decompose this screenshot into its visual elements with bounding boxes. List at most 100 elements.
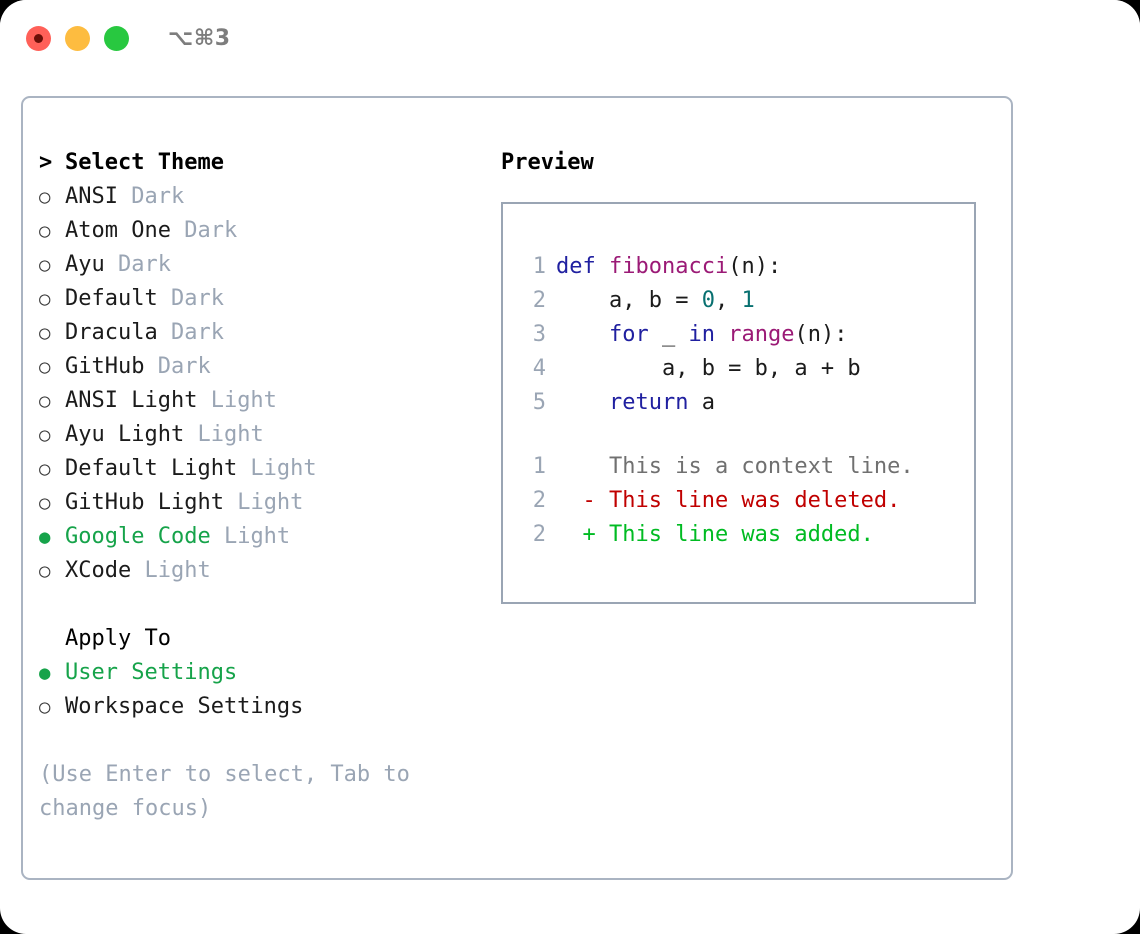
theme-list-item[interactable]: ○ ANSI Dark [39, 180, 479, 214]
theme-list-item[interactable]: ○ Ayu Light Light [39, 418, 479, 452]
theme-list-item[interactable]: ○Atom One Dark [39, 214, 479, 248]
code-token [596, 254, 609, 279]
code-token: return [608, 390, 689, 415]
code-line: 3 for _ in range(n): [503, 318, 974, 352]
apply-to-item[interactable]: ○ Workspace Settings [39, 690, 479, 724]
radio-unselected-icon: ○ [39, 390, 51, 412]
theme-variant-tag: Light [223, 490, 304, 515]
theme-name: ANSI [65, 184, 118, 209]
main-panel: >Select Theme ○ANSI Dark○Atom One Dark○A… [21, 96, 1013, 880]
radio-unselected-icon: ○ [39, 560, 51, 582]
apply-to-list: ● User Settings ○ Workspace Settings [39, 656, 479, 724]
apply-to-label-text: Workspace Settings [65, 694, 304, 719]
code-token: for [608, 322, 649, 347]
line-number: 1 [532, 454, 546, 479]
diff-marker: - [556, 488, 609, 513]
radio-selected-icon: ● [39, 662, 51, 684]
radio-unselected-icon: ○ [39, 186, 51, 208]
theme-variant-tag: Light [184, 422, 264, 447]
code-line: 4 a, b = b, a + b [503, 352, 974, 386]
theme-list-item[interactable]: ○Default Light Light [39, 452, 479, 486]
theme-variant-tag: Dark [157, 320, 224, 345]
radio-unselected-icon: ○ [39, 254, 51, 276]
code-token: (n): [794, 322, 848, 347]
code-token [556, 322, 609, 347]
theme-picker-column: >Select Theme ○ANSI Dark○Atom One Dark○A… [39, 146, 479, 826]
keyboard-hint-text: (Use Enter to select, Tab to change focu… [39, 762, 410, 821]
code-token: , [714, 288, 742, 313]
theme-variant-tag: Light [237, 456, 317, 481]
theme-list-item[interactable]: ○ ANSI Light Light [39, 384, 479, 418]
theme-name: Default [65, 286, 158, 311]
code-token: a, b = b, a + b [556, 356, 861, 381]
theme-variant-tag: Dark [157, 286, 224, 311]
theme-variant-tag: Dark [104, 252, 171, 277]
theme-list-item[interactable]: ○Dracula Dark [39, 316, 479, 350]
caret-icon: > [39, 150, 53, 175]
theme-list-item[interactable]: ○ Default Dark [39, 282, 479, 316]
code-token [556, 390, 609, 415]
line-number: 3 [532, 322, 546, 347]
theme-name: Google Code [65, 524, 211, 549]
theme-name: Ayu Light [65, 422, 185, 447]
radio-unselected-icon: ○ [39, 492, 51, 514]
title-bar: ⌥⌘3 [0, 0, 1140, 78]
radio-unselected-icon: ○ [39, 322, 51, 344]
list-spacer [39, 588, 479, 622]
code-token: 0 [701, 288, 715, 313]
minimize-window-button[interactable] [65, 26, 90, 51]
theme-variant-tag: Dark [117, 184, 185, 209]
apply-to-label-text: User Settings [65, 660, 238, 685]
code-token: _ [648, 322, 689, 347]
theme-list-item[interactable]: ○XCode Light [39, 554, 479, 588]
code-token [715, 322, 728, 347]
radio-unselected-icon: ○ [39, 220, 51, 242]
diff-line: 2 - This line was deleted. [503, 484, 974, 518]
code-token: (n): [728, 254, 782, 279]
theme-list-item[interactable]: ○ Ayu Dark [39, 248, 479, 282]
diff-text: This line was added. [608, 522, 874, 547]
radio-unselected-icon: ○ [39, 288, 51, 310]
line-number: 2 [532, 288, 546, 313]
close-window-button[interactable] [26, 26, 51, 51]
line-number: 2 [532, 488, 546, 513]
window-shortcut-label: ⌥⌘3 [168, 26, 231, 51]
theme-list: ○ANSI Dark○Atom One Dark○Ayu Dark○Defaul… [39, 180, 479, 588]
traffic-light-group [26, 26, 129, 51]
theme-name: Default Light [65, 456, 238, 481]
radio-selected-icon: ● [39, 526, 51, 548]
theme-list-item[interactable]: ○GitHub Light Light [39, 486, 479, 520]
diff-text: This line was deleted. [608, 488, 901, 513]
diff-marker: + [556, 522, 609, 547]
theme-name: ANSI Light [65, 388, 198, 413]
theme-list-item[interactable]: ●Google Code Light [39, 520, 479, 554]
diff-text: This is a context line. [608, 454, 914, 479]
theme-variant-tag: Dark [170, 218, 238, 243]
code-token: a, b = [556, 288, 702, 313]
theme-picker-header: > Select Theme [39, 146, 479, 180]
line-number: 5 [532, 390, 546, 415]
theme-picker-header-label: Select Theme [65, 150, 224, 175]
line-number: 1 [532, 254, 546, 279]
radio-unselected-icon: ○ [39, 696, 51, 718]
theme-variant-tag: Light [131, 558, 211, 583]
theme-variant-tag: Light [197, 388, 277, 413]
apply-to-item[interactable]: ● User Settings [39, 656, 479, 690]
maximize-window-button[interactable] [104, 26, 129, 51]
theme-list-item[interactable]: ○GitHub Dark [39, 350, 479, 384]
theme-name: Ayu [65, 252, 105, 277]
code-token: a [688, 390, 715, 415]
apply-to-label: Apply To [65, 626, 171, 651]
code-diff-separator [503, 420, 974, 450]
diff-marker [556, 454, 609, 479]
code-token: range [728, 322, 795, 347]
code-token: 1 [741, 288, 755, 313]
code-line: 2 a, b = 0, 1 [503, 284, 974, 318]
diff-line: 1 This is a context line. [503, 450, 974, 484]
radio-unselected-icon: ○ [39, 424, 51, 446]
diff-block: 1 This is a context line.2 - This line w… [503, 450, 974, 552]
